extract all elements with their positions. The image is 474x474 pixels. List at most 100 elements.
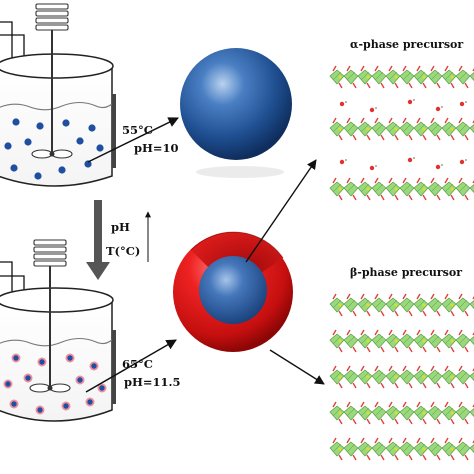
octahedron	[413, 333, 429, 349]
hydroxide-spike	[332, 65, 337, 72]
metal-atom	[338, 411, 342, 415]
hydroxide-spike	[458, 437, 463, 444]
hydroxide-spike	[464, 82, 469, 89]
hydroxide-spike	[408, 134, 413, 141]
hydroxide-spike	[380, 194, 385, 201]
impeller-blade	[29, 383, 51, 393]
hydroxide-spike	[444, 437, 449, 444]
octahedron	[385, 333, 401, 349]
metal-atom	[366, 375, 370, 379]
interlayer-anion	[435, 106, 441, 112]
transition-arrow-shaft	[94, 200, 102, 262]
hydroxide-spike	[464, 310, 469, 317]
metal-atom	[450, 127, 454, 131]
hydroxide-spike	[360, 177, 365, 184]
octahedron	[455, 181, 471, 197]
hydroxide-spike	[374, 437, 379, 444]
hydroxide-spike	[346, 437, 351, 444]
hydroxide-spike	[346, 293, 351, 300]
hydroxide-spike	[394, 82, 399, 89]
hydroxide-spike	[450, 346, 455, 353]
particle	[96, 144, 104, 152]
octahedron	[399, 333, 415, 349]
beta-phase-crystal-structure	[329, 293, 474, 461]
octahedron	[455, 297, 471, 313]
coated-particle	[9, 399, 19, 409]
octahedron	[329, 181, 345, 197]
hydroxide-spike	[338, 310, 343, 317]
hydroxide-spike	[388, 365, 393, 372]
hydroxide-spike	[374, 117, 379, 124]
coated-particle	[65, 353, 75, 363]
hydroxide-spike	[416, 65, 421, 72]
hydroxide-spike	[416, 437, 421, 444]
vessel-body	[0, 66, 113, 187]
particles-bottom	[3, 353, 107, 415]
alpha-interlayer	[339, 98, 468, 113]
transition-arrow-head	[86, 262, 110, 280]
hydroxide-spike	[422, 82, 427, 89]
hydroxide-spike	[408, 382, 413, 389]
hydroxide-spike	[360, 401, 365, 408]
alpha-phase-crystal-structure	[329, 65, 474, 201]
hydroxide-spike	[360, 293, 365, 300]
hydroxide-spike	[422, 134, 427, 141]
hydroxide-spike	[458, 293, 463, 300]
hydroxide-spike	[444, 401, 449, 408]
octahedron	[469, 408, 474, 418]
hydroxide-spike	[394, 346, 399, 353]
octahedron	[413, 121, 429, 137]
hydroxide-spike	[436, 382, 441, 389]
hydroxide-spike	[346, 365, 351, 372]
alpha-phase-title: α-phase precursor	[350, 38, 463, 51]
octahedron	[469, 444, 474, 454]
octahedron	[371, 333, 387, 349]
hydroxide-spike	[332, 365, 337, 372]
hydroxide-spike	[450, 382, 455, 389]
hydroxide-spike	[366, 346, 371, 353]
motor-plate	[35, 10, 69, 17]
heating-jacket	[112, 330, 116, 404]
octahedron	[413, 369, 429, 385]
octahedron	[427, 441, 443, 457]
octahedron	[371, 69, 387, 85]
octahedron	[343, 441, 359, 457]
hydroxide-spike	[408, 82, 413, 89]
hydroxide-spike	[352, 310, 357, 317]
hydroxide-spike	[394, 310, 399, 317]
metal-atom	[422, 447, 426, 451]
hydroxide-spike	[338, 346, 343, 353]
hydroxide-spike	[360, 117, 365, 124]
hydroxide-spike	[388, 117, 393, 124]
hydroxide-spike	[366, 418, 371, 425]
heating-jacket	[112, 94, 116, 168]
impeller-hub	[49, 151, 55, 157]
hydroxide-spike	[402, 293, 407, 300]
hydroxide-spike	[338, 82, 343, 89]
hydroxide-spike	[436, 418, 441, 425]
octahedron	[399, 121, 415, 137]
hydroxide-spike	[464, 194, 469, 201]
coated-particle	[3, 379, 13, 389]
particle	[34, 172, 42, 180]
metal-atom	[450, 447, 454, 451]
hydroxide-spike	[366, 134, 371, 141]
octahedron	[343, 369, 359, 385]
particle	[58, 166, 66, 174]
octahedron	[357, 369, 373, 385]
liquid-level	[0, 101, 113, 111]
hydroxide-spike	[422, 346, 427, 353]
octahedron	[371, 297, 387, 313]
octahedron	[427, 369, 443, 385]
hydroxide-spike	[332, 329, 337, 336]
hydroxide-spike	[416, 329, 421, 336]
hydroxide-spike	[408, 454, 413, 461]
metal-atom	[366, 187, 370, 191]
hydroxide-spike	[374, 177, 379, 184]
octahedron	[469, 184, 474, 194]
hydroxide-spike	[436, 454, 441, 461]
hydroxide-spike	[352, 82, 357, 89]
hydroxide-spike	[360, 365, 365, 372]
hydroxide-spike	[338, 454, 343, 461]
